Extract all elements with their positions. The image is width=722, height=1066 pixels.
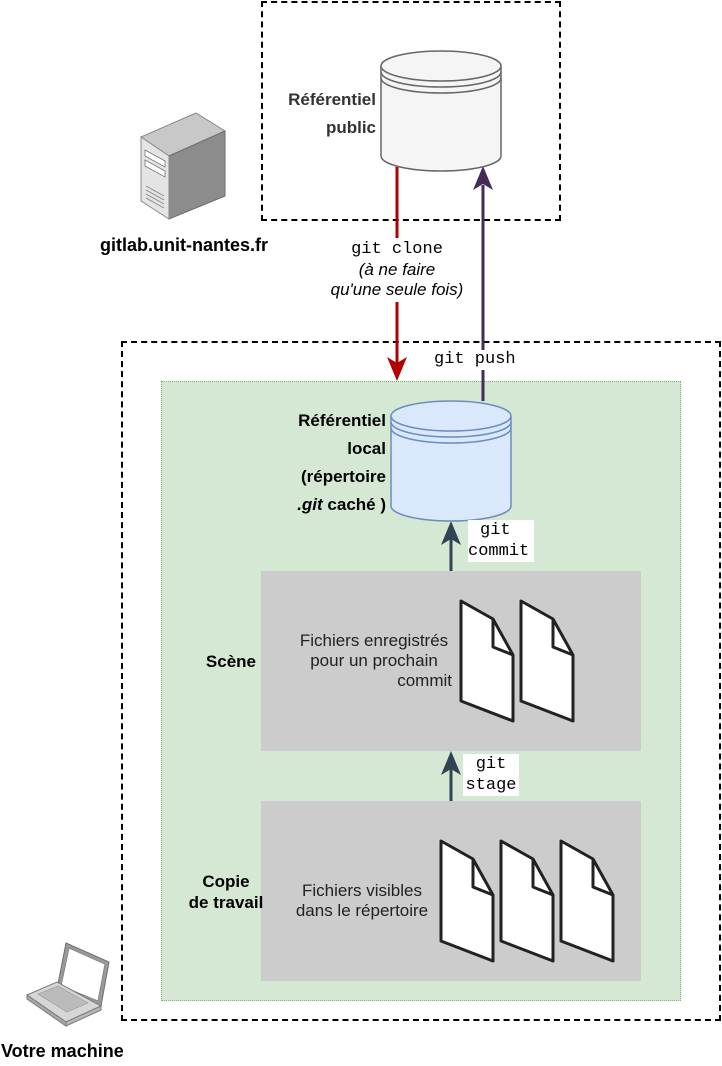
commit-command: git commit <box>468 520 534 562</box>
work-desc-line1: Fichiers visibles <box>302 881 422 900</box>
local-repo-label-line4: .git caché ) <box>236 491 386 519</box>
working-file-icon-2 <box>499 839 555 963</box>
local-repo-database-icon <box>390 400 512 522</box>
local-repo-label: Référentiel local (répertoire .git caché… <box>236 407 386 519</box>
laptop-icon <box>25 942 110 1027</box>
stage-command: git stage <box>463 754 519 796</box>
server-host-label: gitlab.unit-nantes.fr <box>100 235 268 255</box>
local-repo-label-line2: local <box>347 439 386 458</box>
git-dir-suffix: caché ) <box>322 495 386 514</box>
stage-arrow <box>441 751 461 801</box>
working-file-icon-3 <box>559 839 615 963</box>
push-command: git push <box>432 350 518 370</box>
server-boundary <box>261 1 561 221</box>
staged-file-icon-1 <box>459 599 515 723</box>
work-desc-line2: dans le répertoire <box>295 901 429 920</box>
commit-command-line1: git <box>480 521 511 540</box>
server-icon <box>139 112 227 220</box>
scene-description: Fichiers enregistrés pour un prochain co… <box>286 631 462 691</box>
stage-command-line2: stage <box>465 776 517 795</box>
working-copy-label: Copie de travail <box>166 871 286 913</box>
stage-command-line1: git <box>475 755 507 774</box>
scene-desc-line3: commit <box>397 671 452 690</box>
commit-command-line2: commit <box>468 542 530 561</box>
clone-arrow <box>387 167 407 381</box>
scene-desc-line2: pour un prochain <box>310 651 438 670</box>
scene-desc-line1: Fichiers enregistrés <box>299 631 449 650</box>
local-repo-label-line1: Référentiel <box>298 411 386 430</box>
scene-box <box>261 571 641 751</box>
working-copy-label-line2: de travail <box>188 893 264 912</box>
public-repo-label-line1: Référentiel <box>288 90 376 109</box>
clone-label: git clone (à ne faire qu'une seule fois) <box>316 240 478 300</box>
public-repo-label-line2: public <box>325 118 376 137</box>
working-file-icon-1 <box>439 839 495 963</box>
public-repo-label: Référentiel public <box>256 86 376 142</box>
scene-label: Scène <box>205 652 256 671</box>
public-repo-database-icon <box>380 50 502 172</box>
commit-arrow <box>441 521 461 571</box>
clone-command: git clone <box>351 240 443 259</box>
clone-note-line1: (à ne faire <box>358 260 436 279</box>
git-dir-name: .git <box>297 495 323 514</box>
local-repo-label-line3: (répertoire <box>300 467 386 486</box>
clone-note-line2: qu'une seule fois) <box>330 280 464 299</box>
working-copy-description: Fichiers visibles dans le répertoire <box>276 881 448 921</box>
machine-label: Votre machine <box>1 1041 124 1061</box>
staged-file-icon-2 <box>519 599 575 723</box>
machine-boundary <box>121 341 721 1021</box>
working-copy-label-line1: Copie <box>202 872 250 891</box>
